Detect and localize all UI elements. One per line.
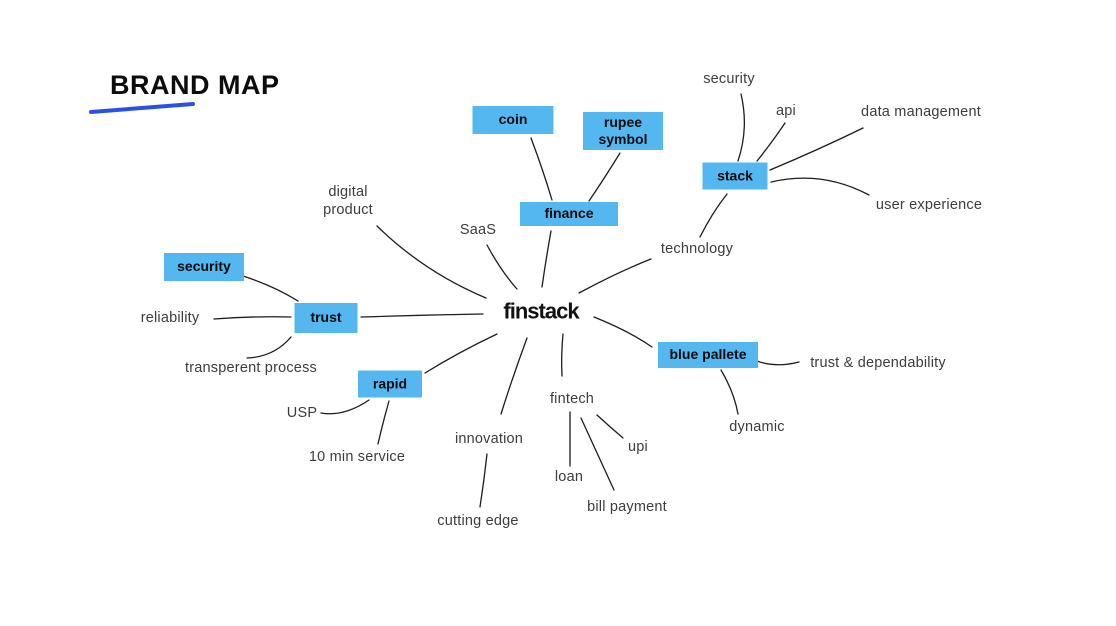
node-usp[interactable]: USP [286, 404, 318, 421]
node-coin[interactable]: coin [472, 106, 554, 134]
node-innovation[interactable]: innovation [454, 430, 524, 447]
edge-finstack-to-technology [578, 258, 652, 294]
edge-stack-to-data-management [769, 127, 864, 171]
edge-coin-to-finance [530, 137, 553, 201]
edge-reliability-to-trust [213, 316, 292, 320]
node-rapid[interactable]: rapid [358, 370, 422, 398]
edge-trust-to-finstack [360, 313, 484, 318]
node-user-experience[interactable]: user experience [875, 196, 983, 213]
edge-blue-pallete-to-trust-dependability [756, 360, 800, 366]
node-transperent-process[interactable]: transperent process [185, 359, 317, 376]
edge-stack-to-security-label [737, 93, 746, 162]
node-trust-dependability[interactable]: trust & dependability [810, 354, 946, 371]
edge-finance-to-finstack [541, 230, 552, 288]
page-title[interactable]: BRAND MAP [110, 70, 280, 100]
node-bill-payment[interactable]: bill payment [587, 498, 667, 515]
edge-rupee-symbol-to-finance [588, 152, 621, 202]
node-data-management[interactable]: data management [861, 103, 981, 120]
node-stack[interactable]: stack [702, 162, 768, 190]
edge-finstack-to-rapid [424, 333, 498, 374]
node-blue-pallete[interactable]: blue pallete [658, 342, 758, 368]
edge-finstack-to-fintech [561, 333, 564, 377]
node-trust[interactable]: trust [294, 303, 358, 333]
edge-stack-to-user-experience [770, 177, 870, 196]
node-upi[interactable]: upi [628, 438, 648, 455]
node-finance[interactable]: finance [520, 202, 618, 226]
node-loan[interactable]: loan [554, 468, 584, 485]
node-technology[interactable]: technology [660, 240, 734, 257]
edge-fintech-to-bill-payment [580, 417, 615, 491]
edge-trust-to-transperent-process [246, 336, 292, 359]
node-dynamic[interactable]: dynamic [729, 418, 785, 435]
node-finstack[interactable]: finstack [503, 298, 579, 324]
edge-stack-to-api [756, 122, 786, 162]
edge-rapid-to-usp [320, 399, 370, 415]
node-rupee-symbol[interactable]: rupee symbol [583, 112, 663, 150]
edge-technology-to-stack [699, 193, 728, 238]
edge-finstack-to-innovation [500, 337, 528, 415]
edge-saas-to-finstack [486, 244, 518, 290]
edge-finstack-to-blue-pallete [593, 316, 653, 348]
node-security-label[interactable]: security [703, 70, 755, 87]
edge-innovation-to-cutting-edge [479, 453, 488, 508]
edge-rapid-to-ten-min-service [377, 400, 390, 445]
edge-fintech-to-upi [596, 414, 624, 439]
node-cutting-edge[interactable]: cutting edge [437, 512, 519, 529]
node-security-box[interactable]: security [164, 253, 244, 281]
node-fintech[interactable]: fintech [549, 390, 595, 407]
edge-blue-pallete-to-dynamic [720, 369, 739, 415]
node-saas[interactable]: SaaS [459, 221, 497, 238]
node-digital-product[interactable]: digital product [323, 183, 373, 218]
node-api[interactable]: api [776, 102, 796, 119]
title-underline [89, 102, 195, 114]
node-reliability[interactable]: reliability [140, 309, 200, 326]
node-ten-min-service[interactable]: 10 min service [308, 448, 406, 465]
edge-security-box-to-trust [242, 275, 299, 302]
